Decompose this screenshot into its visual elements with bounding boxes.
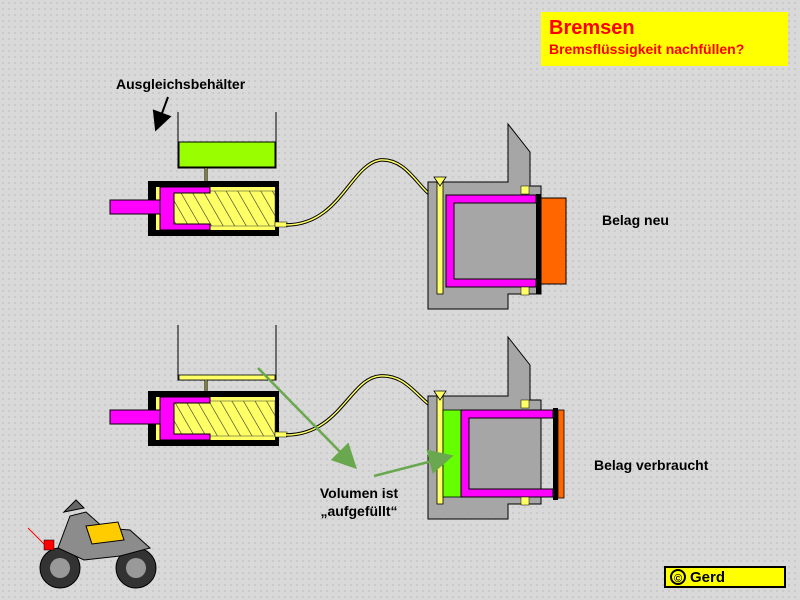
reservoir-top xyxy=(177,112,277,186)
pad-new-label: Belag neu xyxy=(602,212,669,228)
green-arrow-to-caliper xyxy=(373,449,454,478)
reservoir-bottom xyxy=(177,325,277,396)
brake-line-bottom xyxy=(285,374,441,437)
page-subtitle: Bremsflüssigkeit nachfüllen? xyxy=(549,41,745,57)
copyright-symbol: © xyxy=(670,569,686,585)
copyright-badge: © Gerd xyxy=(664,566,786,588)
motorcycle-icon xyxy=(27,499,157,589)
reservoir-arrow xyxy=(152,96,172,132)
title-box: Bremsen Bremsflüssigkeit nachfüllen? xyxy=(541,12,788,66)
master-cylinder-top xyxy=(109,181,288,236)
volume-label-line1: Volumen ist xyxy=(319,485,399,501)
volume-label: Volumen ist „aufgefüllt“ xyxy=(304,484,414,520)
caliper-bottom xyxy=(427,335,565,520)
master-cylinder-bottom xyxy=(109,391,288,446)
page-title: Bremsen xyxy=(549,17,635,39)
fluid-volume xyxy=(442,409,462,498)
caliper-top xyxy=(427,122,567,310)
volume-label-line2: „aufgefüllt“ xyxy=(320,503,398,519)
copyright-name: Gerd xyxy=(690,568,726,586)
brake-pad-new xyxy=(540,197,567,285)
bottom-brake-system xyxy=(109,325,565,520)
reservoir-label: Ausgleichsbehälter xyxy=(116,76,246,92)
top-brake-system xyxy=(109,112,567,310)
brake-pad-worn xyxy=(557,409,565,499)
green-arrow-to-volume xyxy=(257,367,357,470)
pad-worn-label: Belag verbraucht xyxy=(594,457,709,473)
